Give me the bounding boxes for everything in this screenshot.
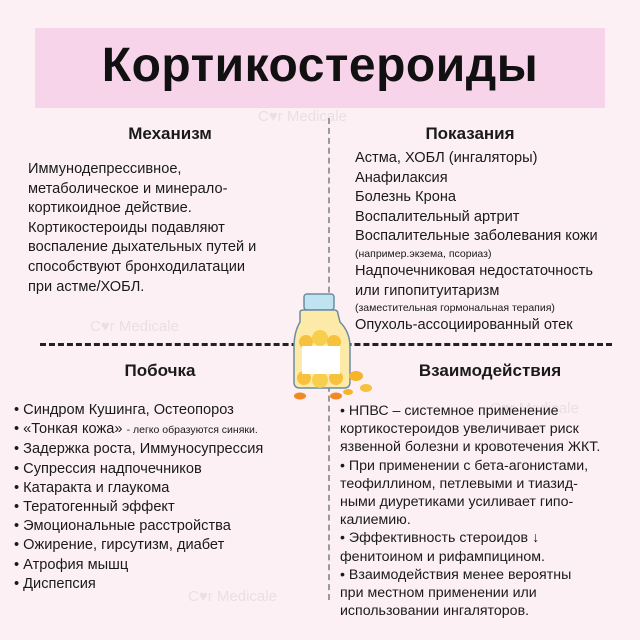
watermark: C♥r Medicale: [490, 400, 579, 417]
interaction-line: язвенной болезни и кровотечения ЖКТ.: [340, 439, 601, 456]
interaction-line: • Эффективность стероидов ↓: [340, 530, 540, 547]
mechanism-line: метаболическое и минерало-: [28, 180, 228, 197]
side-effect-item: • Задержка роста, Иммуносупрессия: [14, 441, 264, 458]
mechanism-line: кортикоидное действие.: [28, 200, 192, 217]
indication-item: или гипопитуитаризм: [355, 282, 500, 299]
interaction-line: теофиллином, петлевыми и тиазид-: [340, 475, 578, 492]
side-effects-list: • Синдром Кушинга, Остеопороз • «Тонкая …: [14, 401, 263, 594]
side-effect-item: • Диспепсия: [14, 575, 96, 592]
indications-heading: Показания: [425, 124, 515, 143]
indication-note: (например.экзема, псориаз): [355, 247, 492, 260]
side-effect-item: • Тератогенный эффект: [14, 499, 175, 516]
mechanism-line: Кортикостероиды подавляют: [28, 219, 225, 236]
interactions-heading: Взаимодействия: [418, 361, 562, 380]
side-effect-item: • Атрофия мышц: [14, 556, 129, 573]
interaction-line: • Взаимодействия менее вероятны: [340, 566, 572, 583]
side-effect-item: • «Тонкая кожа» - легко образуются синяк…: [14, 420, 263, 440]
side-effect-label: • «Тонкая кожа»: [14, 421, 123, 438]
interaction-line: • НПВС – системное применение: [340, 403, 559, 419]
pill-bottle-icon: [293, 293, 372, 400]
indication-item: Болезнь Крона: [355, 189, 457, 206]
interactions-text: • НПВС – системное применение кортикосте…: [340, 402, 600, 620]
watermark: C♥r Medicale: [188, 588, 277, 605]
indication-item: Анафилаксия: [355, 169, 448, 186]
interaction-line: использовании ингаляторов.: [340, 603, 530, 620]
indication-item: Астма, ХОБЛ (ингаляторы): [355, 150, 538, 166]
title-banner: Кортикостероиды: [35, 28, 605, 108]
interaction-line: при местном применении или: [340, 585, 537, 602]
page-title: Кортикостероиды: [101, 39, 539, 92]
indications-list: Астма, ХОБЛ (ингаляторы) Анафилаксия Бол…: [355, 149, 598, 336]
interaction-line: калиемию.: [340, 512, 411, 529]
mechanism-text: Иммунодепрессивное, метаболическое и мин…: [28, 160, 256, 297]
indication-item: Опухоль-ассоциированный отек: [355, 317, 573, 334]
side-effect-item: • Эмоциональные расстройства: [14, 518, 231, 535]
mechanism-line: при астме/ХОБЛ.: [28, 278, 145, 295]
interaction-line: • При применении с бета-агонистами,: [340, 457, 589, 474]
watermark: C♥r Medicale: [90, 318, 179, 335]
indication-item: Надпочечниковая недостаточность: [355, 262, 594, 279]
side-effect-item: • Ожирение, гирсутизм, диабет: [14, 537, 225, 554]
watermark: C♥r Medicale: [258, 108, 347, 125]
side-effect-item: • Катаракта и глаукома: [14, 479, 170, 496]
mechanism-line: Иммунодепрессивное,: [28, 161, 182, 177]
mechanism-line: способствуют бронходилатации: [28, 258, 246, 275]
side-effects-heading: Побочка: [124, 361, 196, 380]
mechanism-heading: Механизм: [128, 124, 212, 143]
side-effect-note: - легко образуются синяки.: [126, 424, 258, 437]
interaction-line: кортикостероидов увеличивает риск: [340, 421, 579, 438]
side-effect-item: • Супрессия надпочечников: [14, 460, 202, 477]
indication-note: (заместительная гормональная терапия): [355, 302, 555, 315]
side-effect-item: • Синдром Кушинга, Остеопороз: [14, 402, 234, 418]
mechanism-line: воспаление дыхательных путей и: [28, 239, 257, 256]
interaction-line: фенитоином и рифампицином.: [340, 548, 545, 565]
indication-item: Воспалительный артрит: [355, 208, 520, 225]
interaction-line: ными диуретиками усиливает гипо-: [340, 494, 574, 511]
indication-item: Воспалительные заболевания кожи: [355, 228, 598, 245]
